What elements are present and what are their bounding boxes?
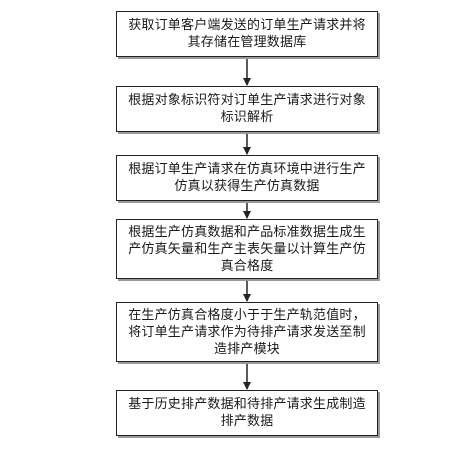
step-text-1: 获取订单客户端发送的订单生产请求并将其存储在管理数据库	[128, 18, 366, 50]
step-box-3: 根据订单生产请求在仿真环境中进行生产仿真以获得生产仿真数据	[116, 155, 378, 201]
step-box-6: 基于历史排产数据和待排产请求生成制造排产数据	[116, 390, 378, 436]
step-box-2: 根据对象标识符对订单生产请求进行对象标识解析	[116, 86, 378, 132]
step-box-5: 在生产仿真合格度小于于生产轨范值时，将订单生产请求作为待排产请求发送至制造排产模…	[116, 302, 378, 362]
step-text-3: 根据订单生产请求在仿真环境中进行生产仿真以获得生产仿真数据	[128, 162, 366, 194]
step-text-2: 根据对象标识符对订单生产请求进行对象标识解析	[128, 93, 366, 125]
step-box-1: 获取订单客户端发送的订单生产请求并将其存储在管理数据库	[116, 11, 378, 57]
step-text-5: 在生产仿真合格度小于于生产轨范值时，将订单生产请求作为待排产请求发送至制造排产模…	[128, 307, 366, 357]
step-text-6: 基于历史排产数据和待排产请求生成制造排产数据	[128, 397, 366, 429]
step-box-4: 根据生产仿真数据和产品标准数据生成生产仿真矢量和生产主表矢量以计算生产仿真合格度	[116, 219, 378, 279]
step-text-4: 根据生产仿真数据和产品标准数据生成生产仿真矢量和生产主表矢量以计算生产仿真合格度	[128, 224, 366, 274]
